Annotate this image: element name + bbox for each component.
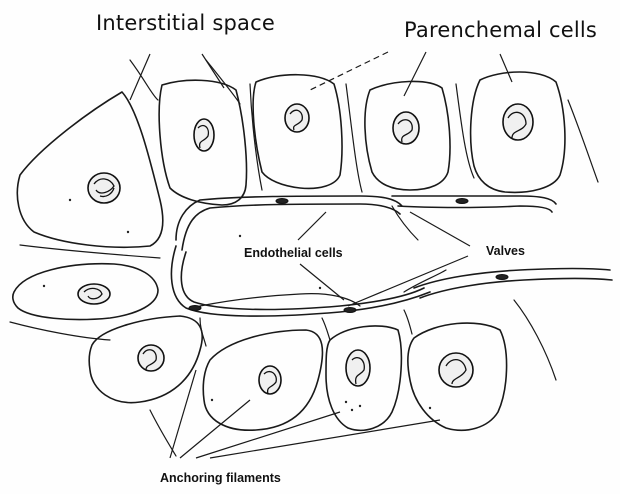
endothelial-wall-upper	[176, 196, 556, 250]
label-valves: Valves	[486, 245, 525, 258]
endothelial-wall-lower	[171, 246, 612, 316]
parenchymal-cell-left-middle	[13, 264, 158, 320]
parenchymal-cell-upper-right	[471, 72, 565, 192]
parenchymal-cell-upper-3	[253, 75, 342, 189]
parenchymal-cell-upper-left	[17, 92, 162, 247]
cytoplasm-dots	[43, 199, 431, 411]
parenchymal-cell-upper-2	[159, 80, 246, 205]
parenchymal-cell-lower-3	[326, 326, 401, 430]
label-interstitial-space: Interstitial space	[96, 13, 275, 34]
label-parenchemal-cells: Parenchemal cells	[404, 20, 597, 41]
parenchymal-cell-upper-4	[365, 81, 450, 190]
parenchymal-cell-lower-left	[89, 316, 202, 403]
label-anchoring-filaments: Anchoring filaments	[160, 472, 281, 485]
label-endothelial-cells: Endothelial cells	[244, 247, 343, 260]
parenchymal-cell-lower-2	[203, 330, 322, 430]
parenchymal-cell-lower-right	[408, 323, 507, 430]
leader-lines	[130, 52, 512, 306]
